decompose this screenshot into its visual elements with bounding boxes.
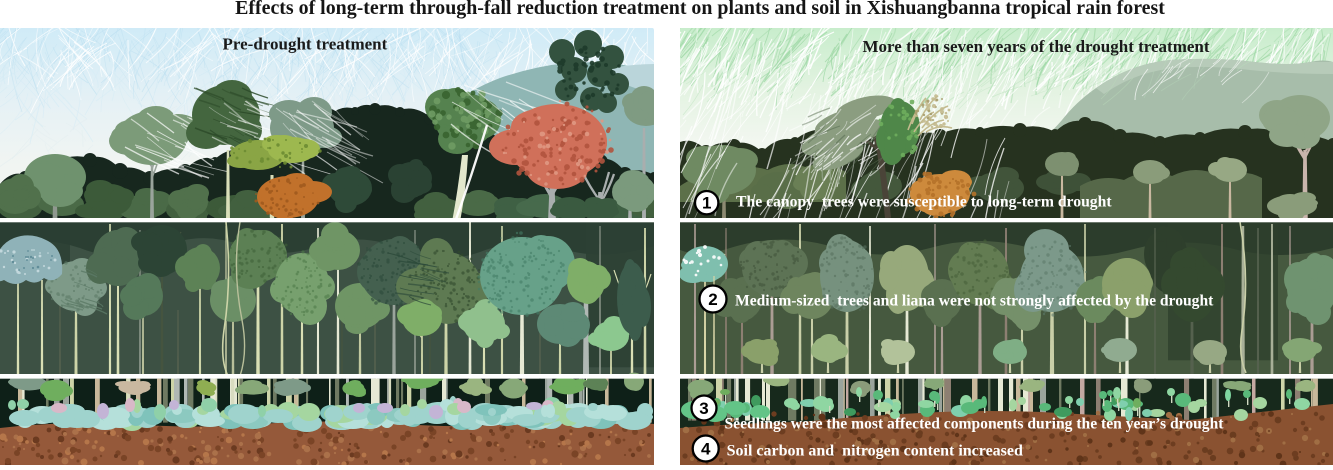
svg-text:Medium-sized trees and liana: Medium-sized trees and liana were not st… [735, 293, 1214, 310]
svg-text:3: 3 [699, 399, 708, 418]
svg-text:Effects of long-term through-f: Effects of long-term through-fall reduct… [235, 0, 1165, 19]
svg-text:2: 2 [708, 290, 717, 309]
svg-text:4: 4 [701, 440, 711, 459]
svg-text:Pre-drought treatment: Pre-drought treatment [223, 34, 388, 53]
svg-text:1: 1 [702, 194, 711, 213]
svg-text:More than seven years of the d: More than seven years of the drought tre… [863, 37, 1210, 56]
svg-text:The canopy trees were suscept: The canopy trees were susceptible to lon… [736, 193, 1112, 210]
svg-text:Soil carbon and nitrogen cont: Soil carbon and nitrogen content increas… [727, 442, 1023, 459]
svg-text:Seedlings were the most affect: Seedlings were the most affected compone… [725, 415, 1225, 432]
